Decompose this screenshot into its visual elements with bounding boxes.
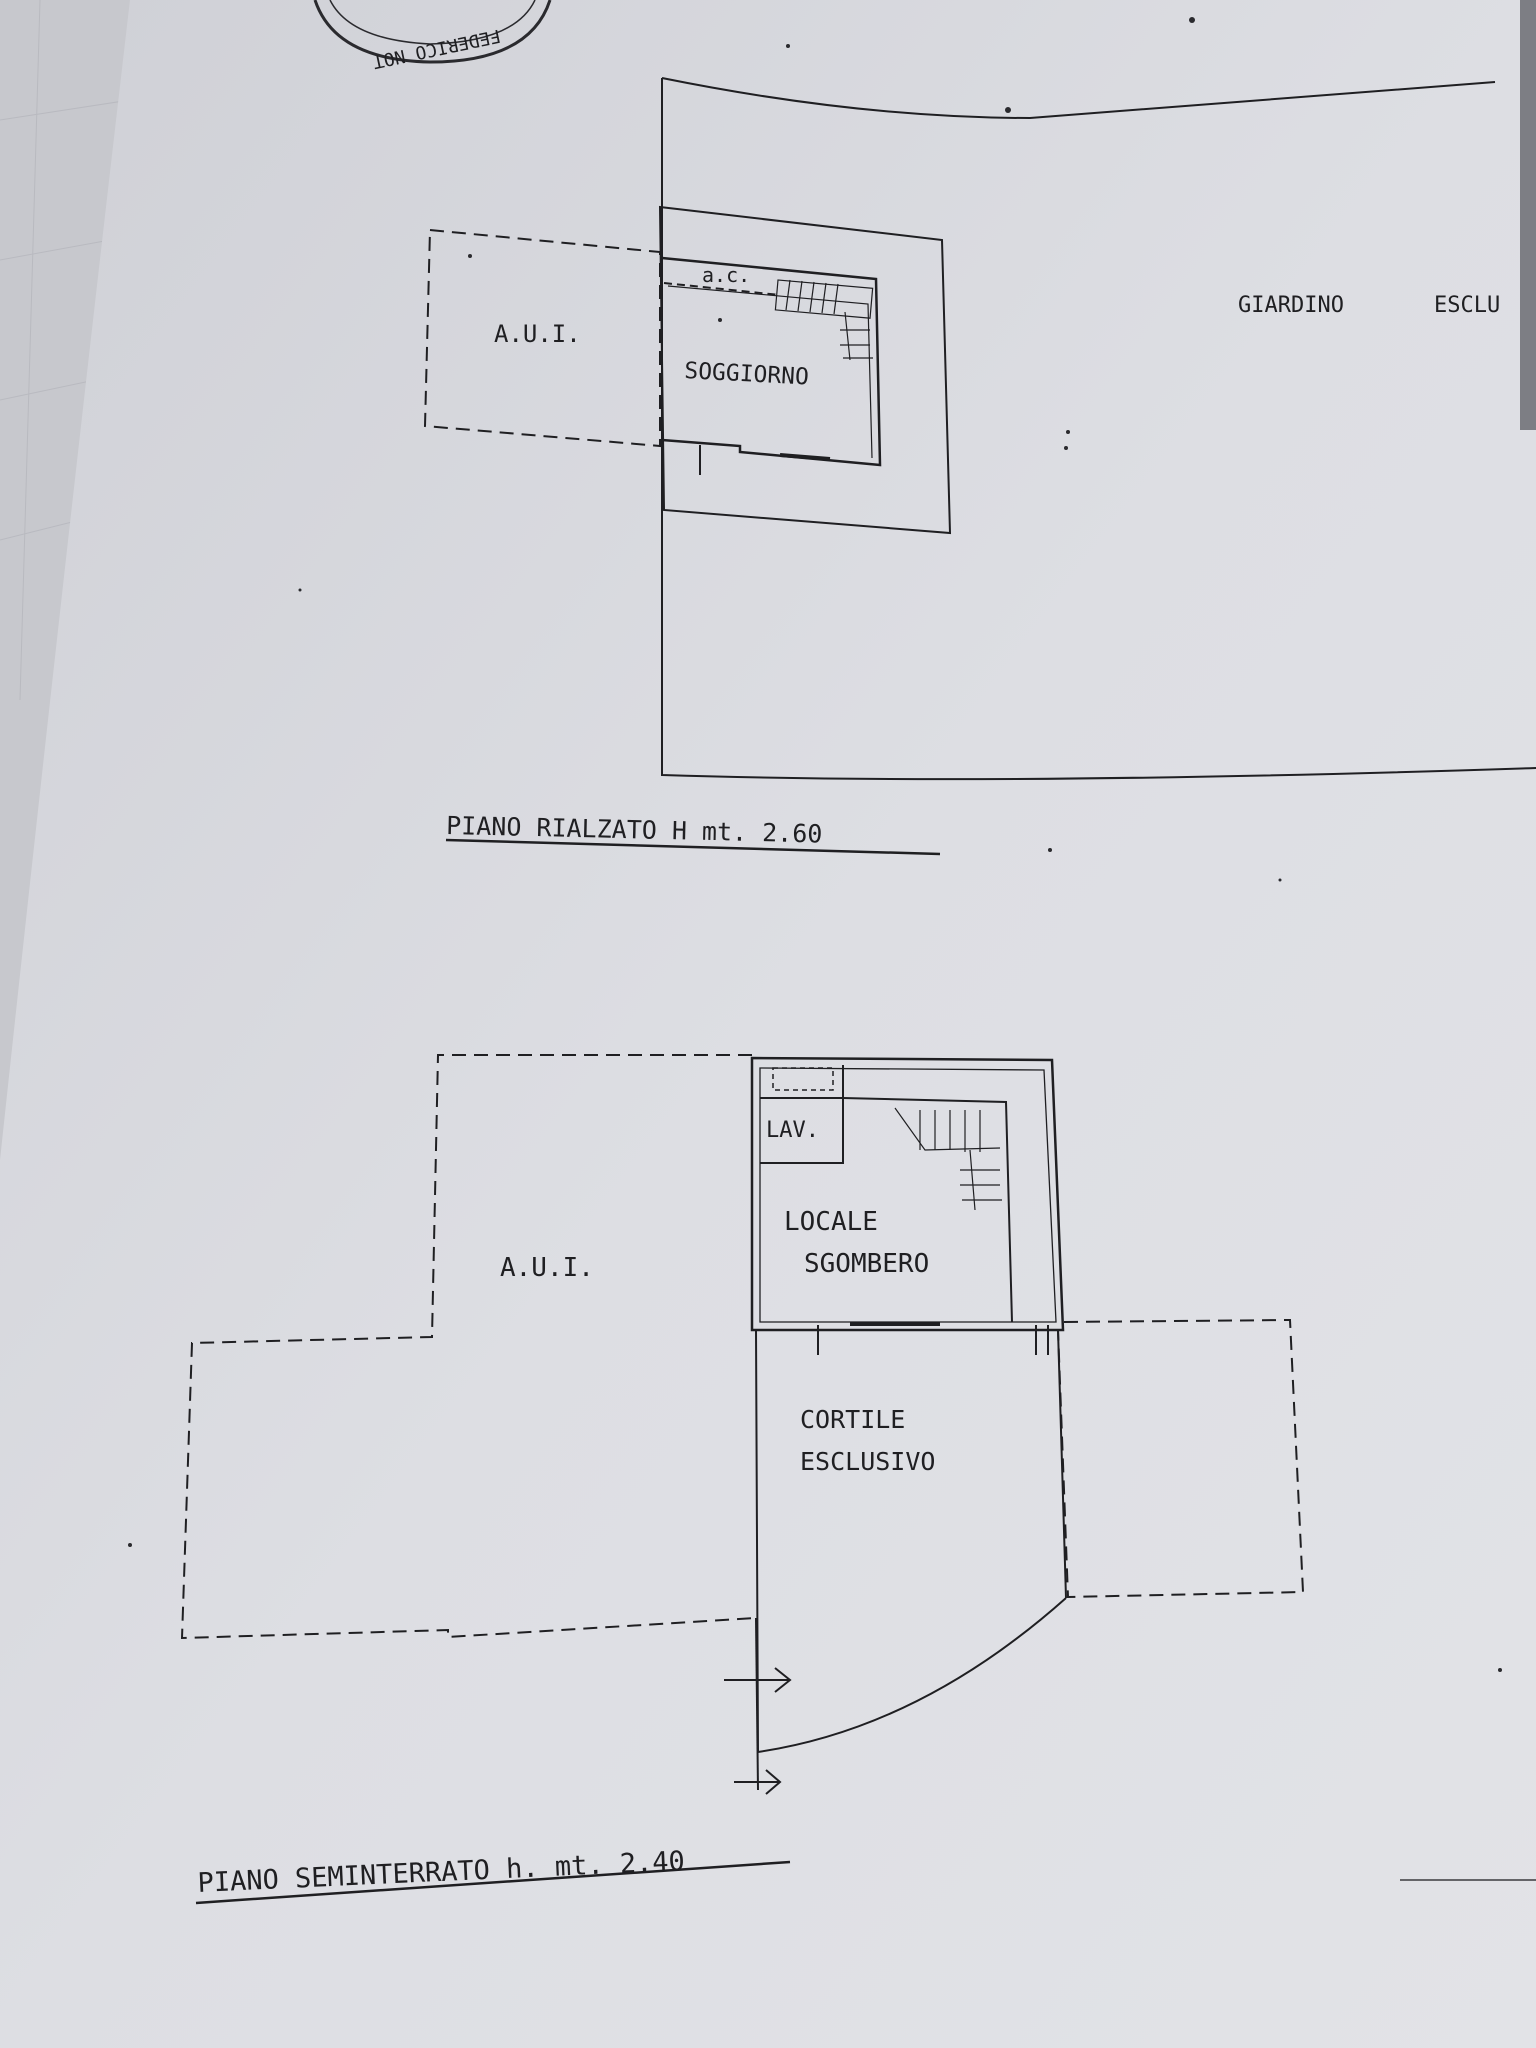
lav-walls [760,1065,844,1164]
garden-label-2: ESCLU [1434,293,1500,318]
soggiorno-inner-wall [667,285,873,459]
upper-staircase [774,279,874,361]
sgombero-label: SGOMBERO [804,1249,929,1279]
entrance-arrows [724,1667,792,1795]
house-outer-wall [658,205,952,535]
cortile-label: CORTILE [800,1405,905,1434]
locale-sgombero-inner-walls [759,1067,1057,1323]
lower-aui-dashed-boundary [180,1054,757,1640]
ac-dashed-divider [663,282,781,296]
cortile-boundary [755,1329,1067,1754]
cortile-bottom-edge [755,1617,759,1791]
scan-specks [128,17,1502,1672]
upper-ac-label: a.c. [702,263,750,287]
aui-dashed-boundary [423,228,661,448]
lower-staircase [894,1107,1002,1211]
locale-inner-room [760,1097,1013,1323]
background-sheet-grid [0,0,131,701]
esclusivo-label: ESCLUSIVO [800,1447,935,1476]
upper-caption-underline [445,838,941,856]
upper-aui-label: A.U.I. [494,320,581,348]
lower-annex-dashed-boundary [1057,1318,1305,1599]
lower-caption-underline [195,1860,791,1905]
window-mark [779,453,831,461]
garden-lot-boundary [661,77,1536,781]
lower-aui-label: A.U.I. [500,1253,594,1283]
lav-label: LAV. [766,1118,819,1143]
right-edge-shadow [1520,0,1536,430]
locale-label: LOCALE [784,1207,878,1237]
garden-label: GIARDINO [1238,293,1344,318]
locale-sgombero-outer-walls [750,1056,1065,1332]
upper-plan [423,77,1536,781]
lav-basin [772,1067,834,1091]
lower-plan [180,1054,1305,1795]
